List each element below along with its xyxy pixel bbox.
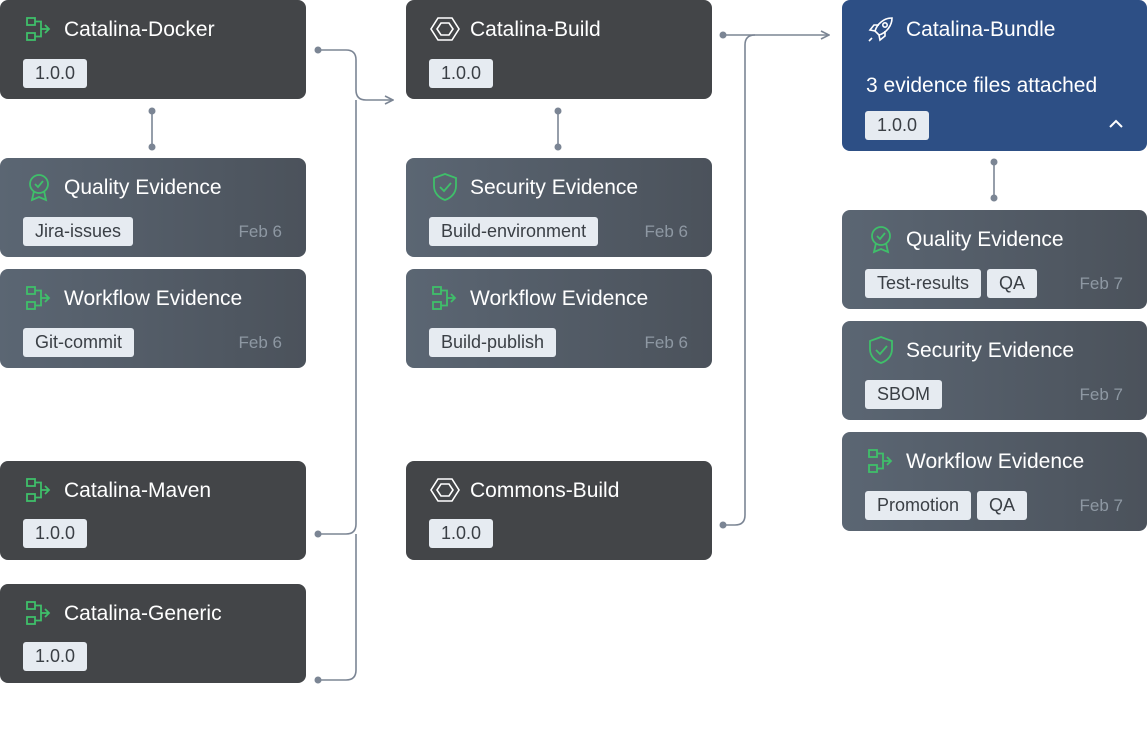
evidence-tag: Promotion (865, 491, 972, 520)
workflow-icon (24, 283, 54, 313)
connector-commons-to-bundle (723, 34, 756, 526)
evidence-tag: Jira-issues (23, 217, 134, 246)
version-badge: 1.0.0 (23, 59, 88, 88)
evidence-docker-workflow[interactable]: Workflow Evidence Git-commit Feb 6 (0, 269, 306, 368)
rocket-icon (866, 14, 896, 44)
version-badge: 1.0.0 (865, 111, 930, 140)
evidence-tag: Build-publish (429, 328, 557, 357)
shield-check-icon (866, 335, 896, 365)
node-title: Commons-Build (470, 479, 620, 502)
evidence-date: Feb 7 (1079, 274, 1123, 293)
package-flow-icon (24, 475, 54, 505)
node-commons-build[interactable]: Commons-Build 1.0.0 (406, 461, 712, 560)
evidence-date: Feb 7 (1079, 496, 1123, 515)
evidence-bundle-workflow[interactable]: Workflow Evidence Promotion QA Feb 7 (842, 432, 1147, 531)
node-title: Catalina-Maven (64, 479, 212, 502)
evidence-tag: Git-commit (23, 328, 134, 357)
node-title: Catalina-Bundle (906, 18, 1056, 41)
evidence-date: Feb 6 (644, 222, 688, 241)
evidence-docker-quality[interactable]: Quality Evidence Jira-issues Feb 6 (0, 158, 306, 257)
evidence-bundle-security[interactable]: Security Evidence SBOM Feb 7 (842, 321, 1147, 420)
workflow-icon (866, 446, 896, 476)
package-flow-icon (24, 14, 54, 44)
connector-maven-to-build (318, 100, 357, 535)
node-catalina-bundle[interactable]: Catalina-Bundle 3 evidence files attache… (842, 0, 1147, 151)
node-catalina-generic[interactable]: Catalina-Generic 1.0.0 (0, 584, 306, 683)
evidence-tag: Test-results (865, 269, 982, 298)
version-badge: 1.0.0 (23, 519, 88, 548)
evidence-tag: QA (987, 269, 1038, 298)
evidence-build-security[interactable]: Security Evidence Build-environment Feb … (406, 158, 712, 257)
evidence-title: Security Evidence (470, 176, 639, 199)
award-badge-icon (866, 224, 896, 254)
node-title: Catalina-Build (470, 18, 601, 41)
workflow-icon (430, 283, 460, 313)
hexagon-icon (430, 475, 460, 505)
evidence-date: Feb 7 (1079, 385, 1123, 404)
evidence-tag: QA (977, 491, 1028, 520)
evidence-tag: Build-environment (429, 217, 599, 246)
node-title: Catalina-Docker (64, 18, 215, 41)
evidence-title: Workflow Evidence (64, 287, 243, 310)
award-badge-icon (24, 172, 54, 202)
connector-generic-to-build (318, 534, 357, 681)
connector-docker-to-build (318, 49, 393, 100)
version-badge: 1.0.0 (429, 59, 494, 88)
node-catalina-docker[interactable]: Catalina-Docker 1.0.0 (0, 0, 306, 99)
package-flow-icon (24, 598, 54, 628)
evidence-date: Feb 6 (238, 333, 282, 352)
evidence-title: Workflow Evidence (470, 287, 649, 310)
hexagon-icon (430, 14, 460, 44)
evidence-title: Security Evidence (906, 339, 1075, 362)
node-title: Catalina-Generic (64, 602, 222, 625)
node-catalina-maven[interactable]: Catalina-Maven 1.0.0 (0, 461, 306, 560)
evidence-date: Feb 6 (644, 333, 688, 352)
evidence-bundle-quality[interactable]: Quality Evidence Test-results QA Feb 7 (842, 210, 1147, 309)
evidence-title: Workflow Evidence (906, 450, 1085, 473)
evidence-summary: 3 evidence files attached (866, 74, 1098, 97)
chevron-up-icon[interactable] (1107, 117, 1125, 131)
evidence-title: Quality Evidence (64, 176, 222, 199)
evidence-date: Feb 6 (238, 222, 282, 241)
evidence-tag: SBOM (865, 380, 943, 409)
node-catalina-build[interactable]: Catalina-Build 1.0.0 (406, 0, 712, 99)
evidence-title: Quality Evidence (906, 228, 1064, 251)
version-badge: 1.0.0 (429, 519, 494, 548)
shield-check-icon (430, 172, 460, 202)
evidence-build-workflow[interactable]: Workflow Evidence Build-publish Feb 6 (406, 269, 712, 368)
version-badge: 1.0.0 (23, 642, 88, 671)
